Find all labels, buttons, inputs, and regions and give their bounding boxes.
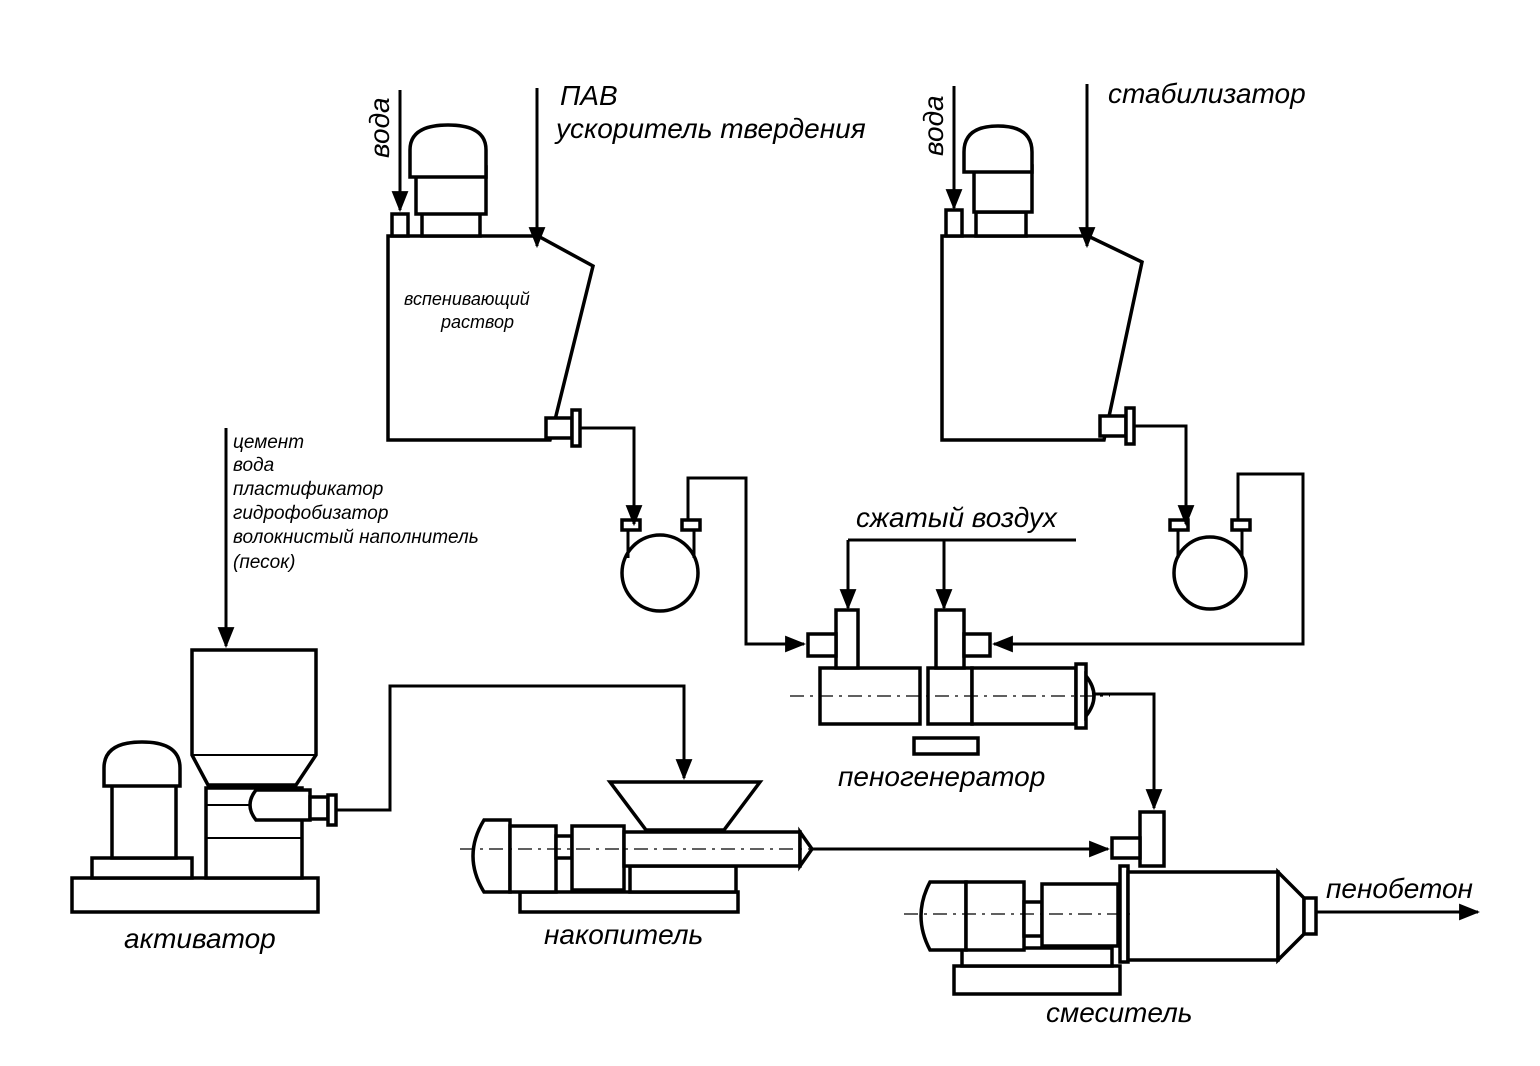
label-hardening-accelerator: ускоритель твердения xyxy=(554,113,866,144)
ingredient-item: волокнистый наполнитель xyxy=(233,527,479,548)
ingredient-item: (песок) xyxy=(233,552,296,573)
label-stabilizer: стабилизатор xyxy=(1108,78,1306,109)
ingredient-item: гидрофобизатор xyxy=(233,503,388,524)
mixer xyxy=(904,810,1318,996)
activator xyxy=(70,648,338,914)
ingredient-item: вода xyxy=(233,455,274,476)
label-compressed-air: сжатый воздух xyxy=(856,502,1058,533)
stabilizer-tank xyxy=(940,124,1144,446)
ingredient-item: цемент xyxy=(233,432,304,453)
label-solution: раствор xyxy=(440,312,514,332)
ingredient-item: пластификатор xyxy=(233,479,383,500)
pump-right xyxy=(1168,518,1252,611)
label-mixer: смеситель xyxy=(1046,997,1193,1028)
label-water-right: вода xyxy=(918,95,949,156)
label-foam-concrete: пенобетон xyxy=(1326,873,1473,904)
foaming-solution-tank xyxy=(386,123,596,448)
label-foam-generator: пеногенератор xyxy=(838,761,1045,792)
ingredients-list: цемент вода пластификатор гидрофобизатор… xyxy=(233,432,479,573)
accumulator xyxy=(460,780,830,914)
label-foaming: вспенивающий xyxy=(404,289,530,309)
pump-left xyxy=(620,518,702,613)
label-accumulator: накопитель xyxy=(544,919,703,950)
label-pav: ПАВ xyxy=(560,80,618,111)
label-activator: активатор xyxy=(124,923,276,954)
label-water-left: вода xyxy=(364,97,395,158)
foam-generator xyxy=(790,608,1110,756)
flow-lines xyxy=(217,84,1481,921)
